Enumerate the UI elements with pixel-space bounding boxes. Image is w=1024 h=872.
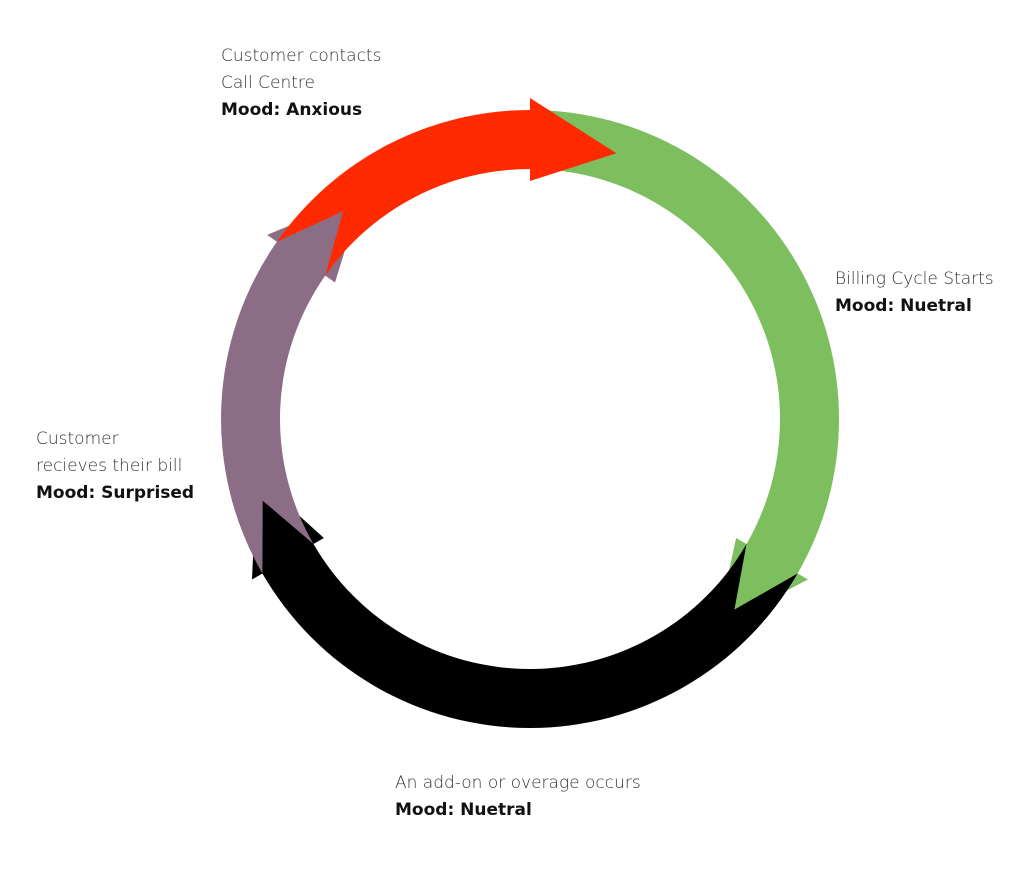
label-customer-contacts-call-centre: Customer contacts Call Centre Mood: Anxi… bbox=[221, 43, 381, 124]
stage-text-line: recieves their bill bbox=[36, 456, 183, 476]
label-billing-cycle-starts: Billing Cycle Starts Mood: Nuetral bbox=[835, 266, 994, 320]
label-add-on-occurs: An add-on or overage occurs Mood: Nuetra… bbox=[395, 770, 641, 824]
stage-text-line: Customer bbox=[36, 429, 119, 449]
stage-mood: Mood: Nuetral bbox=[835, 296, 972, 316]
stage-mood: Mood: Nuetral bbox=[395, 800, 532, 820]
stage-text-line: An add-on or overage occurs bbox=[395, 773, 641, 793]
stage-mood: Mood: Surprised bbox=[36, 483, 195, 503]
arrow-segment-billing-cycle-starts bbox=[530, 110, 839, 627]
stage-mood: Mood: Anxious bbox=[221, 100, 363, 120]
stage-text-line: Customer contacts bbox=[221, 46, 382, 66]
cycle-arrows bbox=[221, 98, 839, 728]
arrow-segment-customer-contacts-call-centre bbox=[276, 98, 617, 276]
label-customer-receives-bill: Customer recieves their bill Mood: Surpr… bbox=[36, 426, 194, 507]
arrow-segment-customer-receives-bill bbox=[221, 195, 362, 574]
stage-text-line: Call Centre bbox=[221, 73, 315, 93]
arrow-segment-add-on-occurs bbox=[252, 477, 798, 728]
stage-text-line: Billing Cycle Starts bbox=[835, 269, 994, 289]
